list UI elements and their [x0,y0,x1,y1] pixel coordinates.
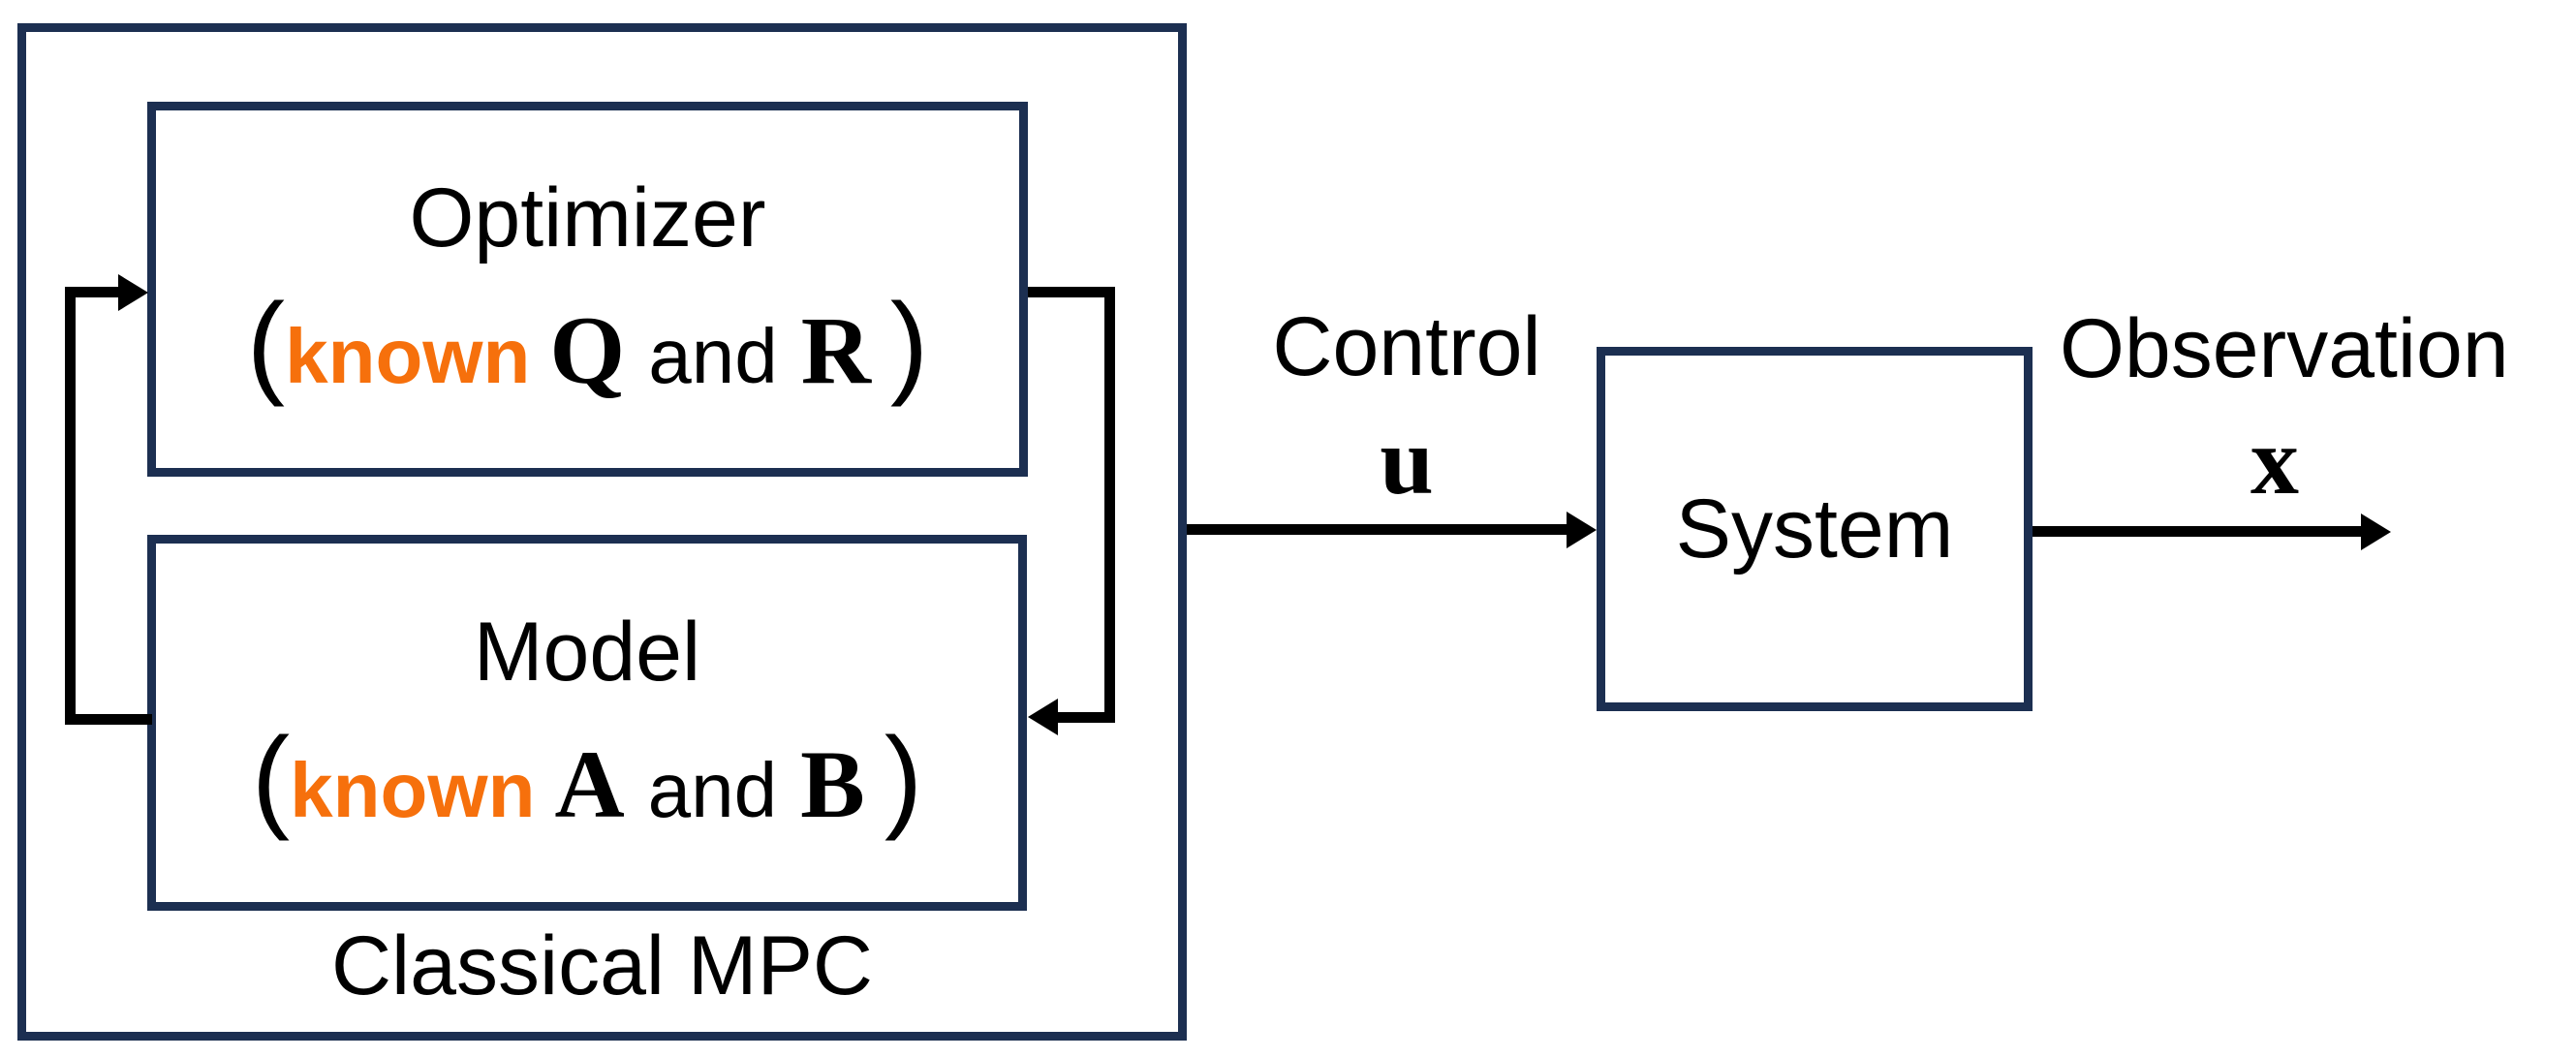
model-parameters: ( known A and B ) [251,713,923,842]
observation-arrowhead-icon [2361,513,2391,550]
feedback-into-model-arrowhead-icon [1028,699,1058,735]
feedback-right-top-segment [1028,287,1115,297]
model-title: Model [473,605,701,699]
feedback-left-top-segment [70,287,124,297]
observation-arrow-shaft [2033,526,2364,537]
observation-label: Observation [2060,302,2509,395]
control-arrow-shaft [1187,524,1570,535]
known-highlight: known [290,746,536,833]
feedback-right-vertical-segment [1104,287,1115,723]
optimizer-parameters: ( known Q and R ) [246,280,929,408]
control-label: Control [1272,300,1541,393]
conjunction-text: and [647,746,778,833]
close-paren: ) [889,280,929,408]
matrix-r-symbol: R [800,296,871,404]
known-highlight: known [285,313,531,399]
optimizer-box: Optimizer ( known Q and R ) [147,102,1028,477]
observation-x-symbol: x [2250,407,2299,514]
system-title: System [1675,482,1954,576]
close-paren: ) [884,713,923,842]
matrix-a-symbol: A [554,730,625,838]
open-paren: ( [246,280,286,408]
feedback-left-vertical-segment [65,287,76,725]
system-box: System [1597,347,2033,711]
control-u-symbol: u [1380,407,1434,514]
model-box: Model ( known A and B ) [147,535,1027,911]
optimizer-title: Optimizer [409,171,766,264]
matrix-q-symbol: Q [549,296,626,404]
open-paren: ( [251,713,291,842]
classical-mpc-label: Classical MPC [330,919,874,1012]
classical-mpc-group-box [17,23,1187,1041]
matrix-b-symbol: B [800,730,865,838]
conjunction-text: and [648,313,778,399]
feedback-left-bottom-segment [70,714,152,725]
feedback-right-bottom-segment [1052,712,1115,723]
control-arrowhead-icon [1567,512,1597,548]
feedback-into-optimizer-arrowhead-icon [118,274,148,311]
